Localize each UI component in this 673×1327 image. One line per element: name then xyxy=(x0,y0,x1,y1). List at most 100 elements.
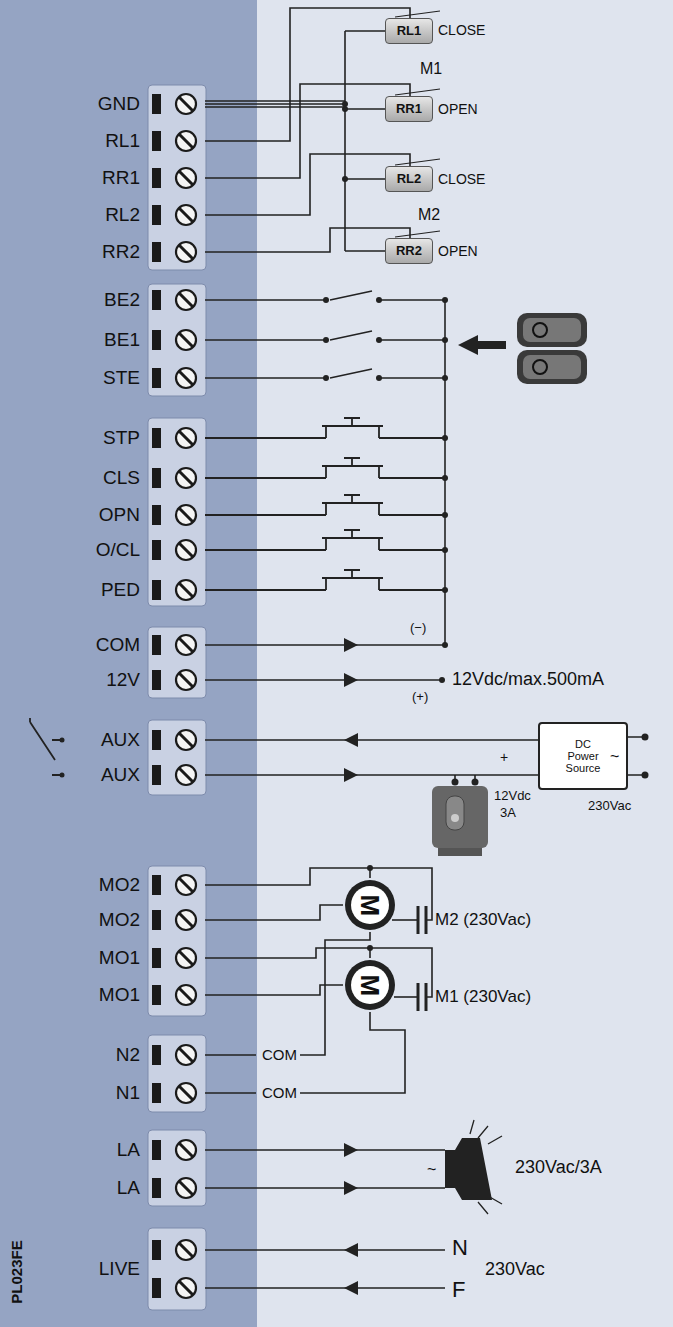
screw-slot xyxy=(179,1143,193,1157)
pin-name: LA xyxy=(117,1140,140,1161)
terminal-block xyxy=(148,85,206,270)
wiring-label: N xyxy=(452,1236,468,1260)
screw-slot xyxy=(179,768,193,782)
screw-slot xyxy=(179,371,193,385)
pin-name: RL1 xyxy=(105,131,140,152)
terminal-slot xyxy=(152,580,161,600)
wiring-label: (+) xyxy=(412,690,428,704)
battery xyxy=(432,786,488,856)
screw-slot xyxy=(179,1281,193,1295)
limit-switch: RL1 xyxy=(385,18,433,44)
node-text: RL2 xyxy=(397,172,422,186)
pin-name: RR1 xyxy=(102,168,140,189)
pin-name: PL023FE xyxy=(9,1240,26,1303)
screw-slot xyxy=(179,97,193,111)
wiring-label: 12Vdc/max.500mA xyxy=(452,670,604,690)
screw-slot xyxy=(179,293,193,307)
terminal-screw xyxy=(176,635,196,655)
terminal-screw xyxy=(176,580,196,600)
pin-name: LA xyxy=(117,1178,140,1199)
screw-slot xyxy=(179,1181,193,1195)
screw-slot xyxy=(179,878,193,892)
wiring-label: CLOSE xyxy=(438,23,485,38)
pin-name: STP xyxy=(103,428,140,449)
motor-ring xyxy=(345,880,395,930)
screw-slot xyxy=(179,583,193,597)
terminal-slot xyxy=(152,290,161,310)
pin-name: STE xyxy=(103,368,140,389)
pin-name: BE2 xyxy=(104,290,140,311)
screw-slot xyxy=(179,333,193,347)
terminal-slot xyxy=(152,1240,161,1260)
wiring-label: M1 (230Vac) xyxy=(435,988,531,1007)
wiring-label: ~ xyxy=(610,748,619,766)
terminal-screw xyxy=(176,1240,196,1260)
terminal-slot xyxy=(152,635,161,655)
wiring-label: COM xyxy=(262,1085,297,1102)
pin-name: GND xyxy=(98,94,140,115)
terminal-slot xyxy=(152,1178,161,1198)
wiring-ground xyxy=(257,0,673,1327)
wiring-label: + xyxy=(500,750,508,765)
terminal-slot xyxy=(152,1278,161,1298)
terminal-screw xyxy=(176,505,196,525)
push-button xyxy=(205,530,445,550)
terminal-block xyxy=(148,284,206,396)
terminal-screw xyxy=(176,910,196,930)
wiring-label: M2 xyxy=(418,206,440,224)
terminal-screw xyxy=(176,168,196,188)
terminal-block xyxy=(148,866,206,1016)
terminal-screw xyxy=(176,540,196,560)
screw-slot xyxy=(179,1243,193,1257)
node-text: RL1 xyxy=(397,24,422,38)
screw-slot xyxy=(179,208,193,222)
pin-name: MO2 xyxy=(99,910,140,931)
limit-switch: RL2 xyxy=(385,166,433,192)
terminal-screw xyxy=(176,330,196,350)
wiring-label: COM xyxy=(262,1047,297,1064)
wiring-label: ~ xyxy=(427,1161,436,1179)
pin-name: MO2 xyxy=(99,875,140,896)
pin-name: BE1 xyxy=(104,330,140,351)
pin-name: COM xyxy=(96,635,140,656)
terminal-screw xyxy=(176,1045,196,1065)
terminal-screw xyxy=(176,428,196,448)
terminal-slot xyxy=(152,94,161,114)
screw-slot xyxy=(179,913,193,927)
terminal-slot xyxy=(152,1083,161,1103)
screw-slot xyxy=(179,638,193,652)
wiring-label: (−) xyxy=(410,621,426,635)
wiring-label: CLOSE xyxy=(438,172,485,187)
terminal-slot xyxy=(152,765,161,785)
terminal-screw xyxy=(176,368,196,388)
terminal-slot xyxy=(152,670,161,690)
node-text: RR2 xyxy=(396,244,422,258)
pin-name: RL2 xyxy=(105,205,140,226)
terminal-slot xyxy=(152,540,161,560)
terminal-block xyxy=(148,418,206,606)
push-button xyxy=(205,418,445,438)
terminal-screw xyxy=(176,468,196,488)
screw-slot xyxy=(179,951,193,965)
pin-name: OPN xyxy=(99,505,140,526)
pin-name: CLS xyxy=(103,468,140,489)
terminal-slot xyxy=(152,910,161,930)
terminal-screw xyxy=(176,131,196,151)
terminal-panel xyxy=(0,0,257,1327)
terminal-slot xyxy=(152,168,161,188)
wiring-label: M2 (230Vac) xyxy=(435,911,531,930)
terminal-screw xyxy=(176,765,196,785)
motor-symbol: M xyxy=(343,878,397,932)
terminal-screw xyxy=(176,242,196,262)
pin-name: N1 xyxy=(116,1083,140,1104)
screw-slot xyxy=(179,171,193,185)
motor-ring xyxy=(345,960,395,1010)
terminal-screw xyxy=(176,290,196,310)
terminal-block xyxy=(148,627,206,698)
push-button xyxy=(205,458,445,478)
pin-name: PED xyxy=(101,580,140,601)
remote-control xyxy=(517,313,587,384)
motor-face xyxy=(351,966,389,1004)
